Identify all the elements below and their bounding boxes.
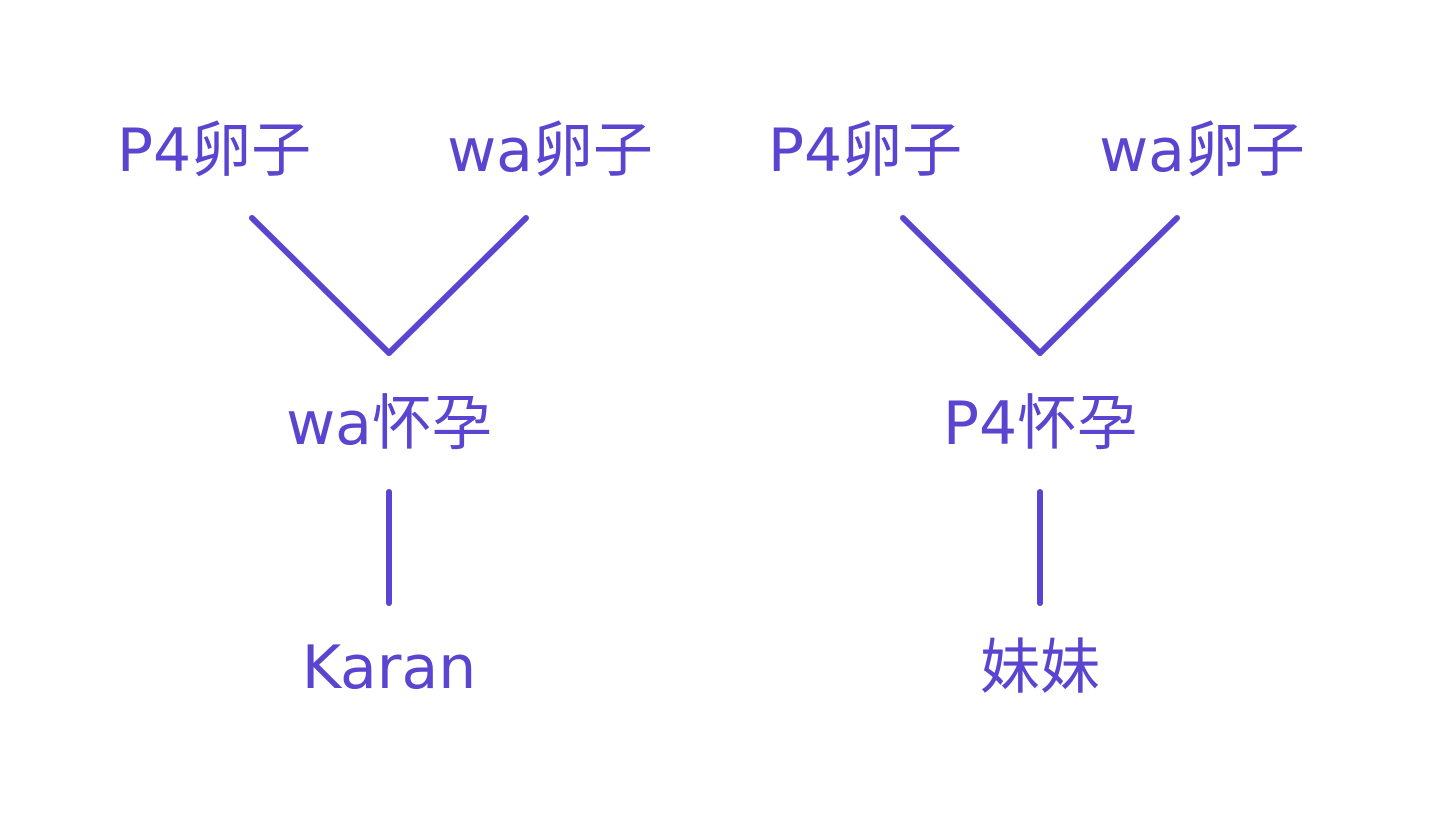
right-connector-parent-a: [900, 215, 1043, 356]
left-child-label: Karan: [301, 633, 477, 703]
right-child-label: 妹妹: [980, 633, 1100, 703]
left-connector-parent-a: [249, 215, 392, 356]
right-parent-a-label: P4卵子: [767, 116, 963, 186]
left-parent-a-label: P4卵子: [116, 116, 312, 186]
right-parent-b-label: wa卵子: [1099, 116, 1305, 186]
right-carrier-label: P4怀孕: [942, 389, 1138, 459]
left-parent-b-label: wa卵子: [447, 116, 653, 186]
left-connector-parent-b: [386, 215, 529, 356]
right-connector-parent-b: [1037, 215, 1180, 356]
left-carrier-label: wa怀孕: [286, 389, 492, 459]
